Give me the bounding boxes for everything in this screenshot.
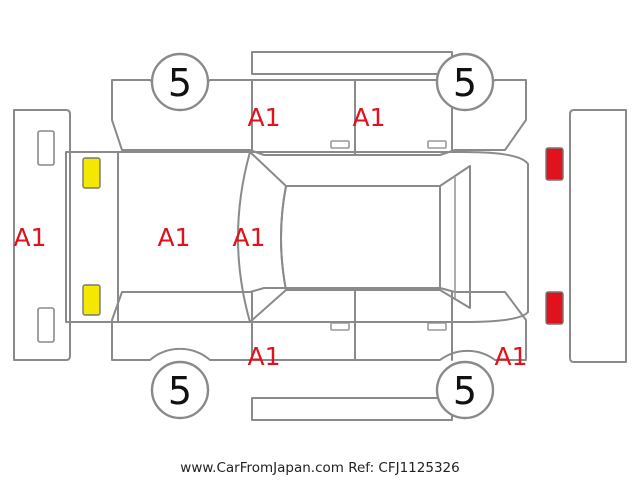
- right-side-panel: [111, 287, 527, 361]
- front-bumper: [13, 109, 71, 361]
- tire-front-right: 5: [150, 360, 210, 420]
- rear-lamp-bottom: [545, 291, 564, 325]
- damage-mark-left-rear-door: A1: [352, 103, 385, 132]
- damage-mark-right-front-door: A1: [247, 342, 280, 371]
- tire-rear-right-rating: 5: [453, 369, 477, 413]
- damage-mark-left-front-door: A1: [247, 103, 280, 132]
- front-lamp-top: [82, 157, 101, 189]
- damage-mark-front-bumper: A1: [13, 223, 46, 252]
- left-roof-rail: [251, 51, 453, 75]
- tire-front-left: 5: [150, 52, 210, 112]
- tire-front-left-rating: 5: [168, 61, 192, 105]
- front-bumper-light-top: [37, 130, 55, 166]
- car-body-top: [65, 151, 529, 323]
- tire-rear-left: 5: [435, 52, 495, 112]
- rear-window: [439, 165, 471, 309]
- rear-lamp-top: [545, 147, 564, 181]
- footer-reference: www.CarFromJapan.com Ref: CFJ1125326: [180, 460, 459, 476]
- damage-mark-bonnet: A1: [157, 223, 190, 252]
- tire-rear-right: 5: [435, 360, 495, 420]
- damage-mark-windshield: A1: [232, 223, 265, 252]
- tire-front-right-rating: 5: [168, 369, 192, 413]
- roof: [280, 185, 441, 291]
- front-bumper-light-bottom: [37, 307, 55, 343]
- right-roof-rail: [251, 397, 453, 421]
- rear-bumper: [569, 109, 627, 363]
- tire-rear-left-rating: 5: [453, 61, 477, 105]
- damage-mark-right-rear-quarter: A1: [494, 342, 527, 371]
- front-lamp-bottom: [82, 284, 101, 316]
